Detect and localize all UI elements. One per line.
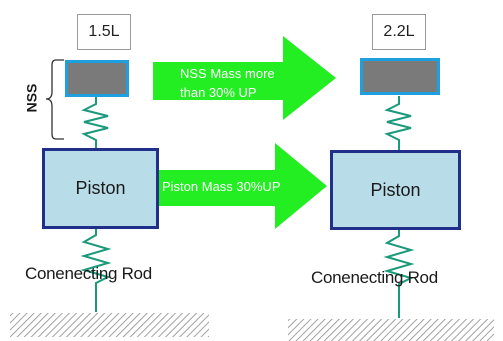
right-piston-label: Piston xyxy=(370,179,421,200)
nss-mass-arrow-text: NSS Mass more than 30% UP xyxy=(180,64,275,102)
left-piston: Piston xyxy=(42,148,159,229)
piston-mass-arrow-text: Piston Mass 30%UP xyxy=(162,179,281,194)
left-volume-label: 1.5L xyxy=(77,14,131,50)
nss-bracket xyxy=(45,59,64,140)
right-nss-mass xyxy=(360,58,440,95)
nss-mass-arrow-text-line1: NSS Mass more xyxy=(180,66,275,81)
left-piston-label: Piston xyxy=(75,178,126,198)
nss-mass-arrow xyxy=(153,36,336,120)
left-rod-label: Conenecting Rod xyxy=(25,264,152,283)
left-ground xyxy=(10,313,209,337)
right-rod-label: Conenecting Rod xyxy=(311,268,438,287)
right-volume-label: 2.2L xyxy=(372,14,426,50)
right-ground xyxy=(288,319,494,341)
left-rod-spring xyxy=(80,229,112,312)
right-piston: Piston xyxy=(330,150,461,230)
left-nss-mass xyxy=(65,60,129,97)
right-rod-spring xyxy=(383,230,415,318)
left-nss-spring xyxy=(81,96,109,148)
nss-label: NSS xyxy=(23,83,40,113)
nss-mass-arrow-text-line2: than 30% UP xyxy=(180,85,257,100)
piston-mass-arrow xyxy=(159,143,327,229)
right-nss-spring xyxy=(384,96,412,150)
